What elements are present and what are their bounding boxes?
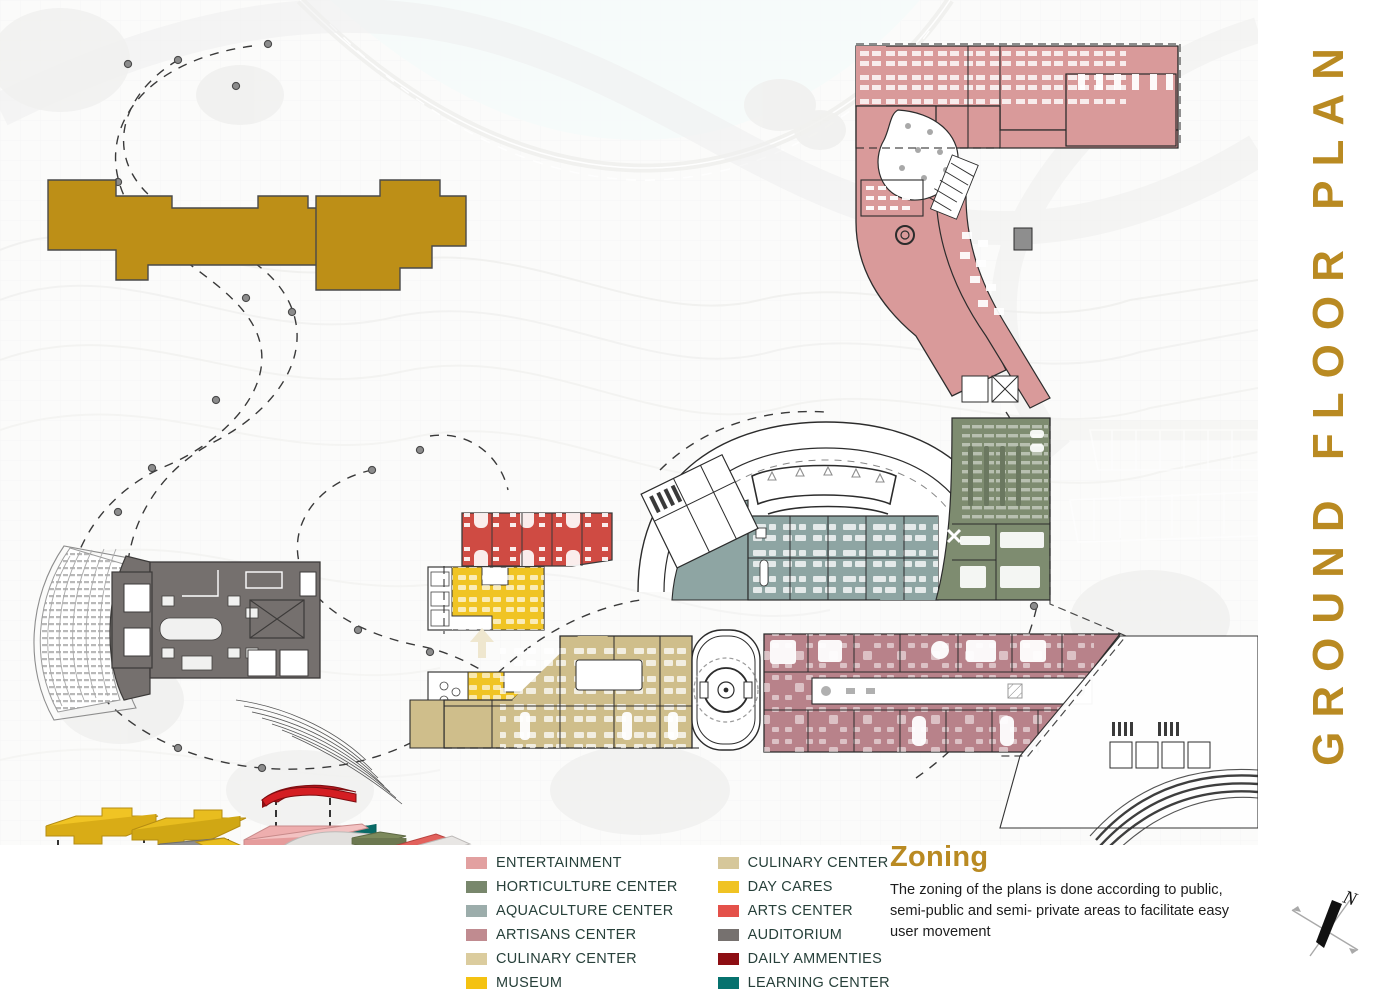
legend-swatch [466, 929, 487, 941]
legend-swatch [717, 929, 739, 941]
slab-daily-ammenties [260, 784, 357, 808]
site-boundary [443, 43, 1181, 757]
legend-swatch [717, 857, 739, 869]
entertainment-wing [855, 45, 1179, 409]
legend-swatch [717, 881, 739, 893]
site-plan-svg [0, 0, 1258, 845]
exploded-zoning-diagram [45, 784, 472, 845]
legend-swatch [466, 857, 487, 869]
legend-swatch [466, 881, 487, 893]
legend-item[interactable]: ARTISANS CENTER [466, 924, 678, 946]
slab-auditorium-upper [157, 837, 241, 845]
assembled-zoning-model [284, 831, 472, 845]
legend-label: DAY CARES [747, 879, 833, 895]
legend-item[interactable]: LEARNING CENTER [717, 972, 890, 994]
circulation-arrow [470, 628, 494, 658]
zoning-description: The zoning of the plans is done accordin… [890, 882, 1230, 941]
auditorium-block [111, 561, 321, 679]
legend-label: MUSEUM [496, 975, 563, 991]
legend-swatch [717, 905, 739, 917]
legend-label: LEARNING CENTER [747, 975, 890, 991]
legend-swatch [466, 905, 487, 917]
zoning-title: Zoning [890, 841, 989, 873]
legend-label: AUDITORIUM [747, 927, 843, 943]
legend-column-left: ENTERTAINMENT HORTICULTURE CENTER AQUACU… [466, 852, 678, 994]
sheet-title-rail: GROUND FLOOR PLAN [1258, 0, 1400, 800]
south-canopy [999, 635, 1258, 845]
parking-lot [1069, 429, 1258, 543]
service-block-north [640, 453, 759, 569]
legend-item[interactable]: HORTICULTURE CENTER [466, 876, 678, 898]
legend-column-right: CULINARY CENTER DAY CARES ARTS CENTER AU… [717, 852, 890, 994]
legend-label: CULINARY CENTER [747, 855, 889, 871]
museum-block-west [47, 179, 333, 281]
arts-center-bar [461, 512, 613, 567]
legend-item[interactable]: ARTS CENTER [717, 900, 890, 922]
slab-museum-top [131, 809, 247, 845]
artisans-center-wing [763, 633, 1122, 753]
legend-label: AQUACULTURE CENTER [496, 903, 674, 919]
museum-block-east [315, 179, 467, 291]
legend-item[interactable]: DAY CARES [717, 876, 890, 898]
central-rotunda [691, 629, 761, 751]
north-arrow: N [1280, 878, 1380, 973]
legend-label: DAILY AMMENTIES [747, 951, 883, 967]
legend-swatch [717, 977, 739, 989]
legend-label: HORTICULTURE CENTER [496, 879, 678, 895]
legend-item[interactable]: AUDITORIUM [717, 924, 890, 946]
legend-item[interactable]: CULINARY CENTER [717, 852, 890, 874]
legend-swatch [466, 977, 487, 989]
horticulture-block [935, 417, 1051, 601]
legend-label: CULINARY CENTER [496, 951, 637, 967]
legend-item[interactable]: ENTERTAINMENT [466, 852, 678, 874]
zoning-legend: ENTERTAINMENT HORTICULTURE CENTER AQUACU… [466, 852, 890, 994]
legend-label: ARTISANS CENTER [496, 927, 637, 943]
legend-item[interactable]: CULINARY CENTER [466, 948, 678, 970]
legend-swatch [717, 953, 739, 965]
zoning-note: Zoning The zoning of the plans is done a… [890, 843, 1260, 943]
site-plan-drawing [0, 0, 1258, 845]
north-label: N [1340, 886, 1361, 911]
legend-item[interactable]: MUSEUM [466, 972, 678, 994]
legend-swatch [466, 953, 487, 965]
day-care-block-upper [427, 566, 545, 631]
legend-label: ENTERTAINMENT [496, 855, 622, 871]
legend-label: ARTS CENTER [747, 903, 853, 919]
legend-item[interactable]: AQUACULTURE CENTER [466, 900, 678, 922]
landscape-fan-south [235, 699, 403, 805]
page-title: GROUND FLOOR PLAN [1304, 34, 1354, 766]
north-arrow-icon: N [1291, 886, 1361, 957]
culinary-center-wing [409, 635, 693, 749]
legend-item[interactable]: DAILY AMMENTIES [717, 948, 890, 970]
